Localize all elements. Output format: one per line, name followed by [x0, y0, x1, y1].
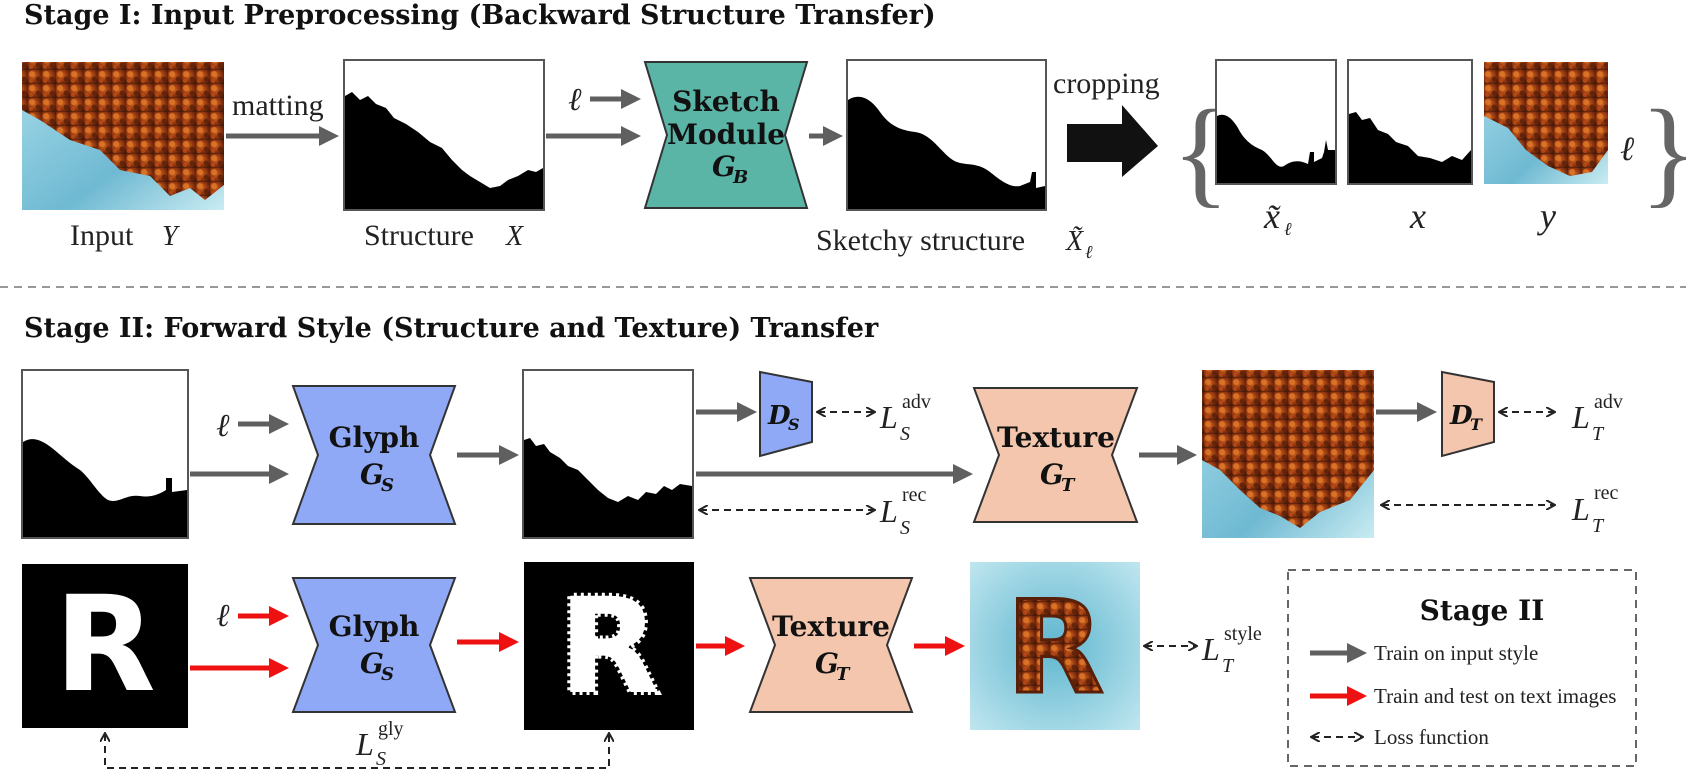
sketchy-sub: ℓ [1085, 242, 1093, 262]
input-image [22, 62, 224, 210]
loss-s-rec-sup: rec [902, 484, 927, 506]
text-input-letter: R [54, 568, 156, 722]
set-ell: ℓ [1620, 131, 1634, 168]
glyph-row2-sym: G [360, 647, 384, 680]
legend-box: Stage II Train on input style Train and … [1287, 569, 1637, 767]
sketch-module-block: Sketch Module G B [643, 61, 809, 209]
stylized-glyph-image: R [524, 562, 694, 730]
ds-sub: S [788, 415, 800, 434]
loss-s-rec-sym: L [879, 493, 898, 529]
loss-s-gly-sup: gly [378, 718, 404, 740]
loss-s-gly: L S gly [355, 718, 404, 770]
loss-s-rec-sub: S [900, 517, 910, 539]
loss-t-adv: L T adv [1571, 391, 1623, 445]
crop-sketchy-image [1215, 59, 1337, 185]
matting-label: matting [232, 89, 324, 122]
glyph-row1-sub: S [381, 475, 394, 496]
loss-t-adv-sup: adv [1594, 391, 1623, 413]
texture-row1-sym: G [1040, 458, 1064, 491]
stage1-ell: ℓ [568, 81, 582, 117]
stylized-text-letter: R [1006, 574, 1105, 723]
set-xl-sub: ℓ [1284, 219, 1292, 239]
set-xl: x̃ [1263, 196, 1281, 236]
input-var: Y [162, 221, 181, 252]
glyph-block-row1: Glyph G S [291, 385, 457, 525]
brace-close: } [1640, 85, 1686, 218]
texture-row2-sym: G [815, 647, 839, 680]
crop-structure-image [1347, 59, 1473, 185]
set-y: y [1537, 196, 1556, 236]
sketch-module-sym: G [712, 150, 736, 183]
texture-output-image [1202, 370, 1374, 538]
loss-t-style: L T style [1201, 623, 1262, 677]
stage2-row1-ell: ℓ [216, 407, 230, 443]
train-input-image [21, 369, 189, 539]
stage2-row2-ell: ℓ [216, 597, 230, 633]
sketch-module-sub: B [732, 167, 748, 188]
sketchy-var: X̃ [1065, 226, 1084, 257]
texture-block-row1: Texture G T [972, 387, 1139, 523]
structure-var: X [505, 221, 524, 252]
stage2-title: Stage II: Forward Style (Structure and T… [24, 313, 879, 344]
loss-t-rec: L T rec [1571, 482, 1619, 537]
glyph-row1-sym: G [360, 458, 384, 491]
set-x: x [1409, 196, 1426, 236]
stylized-text-result-image: R [970, 562, 1140, 730]
stylized-glyph-letter: R [558, 570, 660, 724]
texture-row1-name: Texture [997, 421, 1115, 454]
loss-s-adv-sub: S [900, 423, 910, 445]
texture-row2-sub: T [836, 664, 851, 685]
glyph-block-row2: Glyph G S [291, 577, 457, 713]
loss-s-adv: L S adv [879, 391, 931, 445]
text-input-image: R [22, 564, 188, 728]
texture-row1-sub: T [1061, 475, 1076, 496]
loss-s-gly-sub: S [376, 748, 386, 770]
discriminator-t: D T [1441, 370, 1495, 458]
generated-structure-image [522, 369, 694, 539]
texture-row2-name: Texture [772, 610, 890, 643]
legend-item-1: Train and test on text images [1374, 684, 1616, 708]
crop-style-image [1484, 62, 1608, 184]
stage1-title: Stage I: Input Preprocessing (Backward S… [24, 0, 936, 31]
glyph-loss-bracket [105, 734, 609, 769]
sketch-module-line1: Sketch [672, 85, 780, 118]
structure-image [343, 59, 545, 211]
loss-s-gly-sym: L [355, 726, 374, 762]
loss-t-adv-sym: L [1571, 399, 1590, 435]
loss-t-rec-sub: T [1592, 515, 1605, 537]
dt-sub: T [1470, 415, 1483, 434]
ds-sym: D [767, 401, 791, 431]
loss-t-rec-sup: rec [1594, 482, 1619, 504]
discriminator-s: D S [759, 370, 813, 458]
legend-item-2: Loss function [1374, 725, 1489, 749]
glyph-row2-name: Glyph [329, 610, 420, 643]
structure-label: Structure [364, 219, 474, 252]
glyph-row1-name: Glyph [329, 421, 420, 454]
loss-t-style-sub: T [1222, 655, 1235, 677]
loss-t-style-sym: L [1201, 631, 1220, 667]
cropping-arrow [1067, 105, 1158, 177]
legend-title: Stage II [1420, 594, 1545, 627]
loss-s-adv-sym: L [879, 399, 898, 435]
sketchy-label: Sketchy structure [816, 224, 1025, 257]
sketch-module-line2: Module [667, 118, 785, 151]
dt-sym: D [1449, 401, 1473, 431]
loss-s-rec: L S rec [879, 484, 927, 539]
legend-item-0: Train on input style [1374, 641, 1538, 665]
loss-s-adv-sup: adv [902, 391, 931, 413]
loss-t-adv-sub: T [1592, 423, 1605, 445]
texture-block-row2: Texture G T [748, 577, 914, 713]
cropping-label: cropping [1053, 67, 1160, 100]
sketchy-structure-image [846, 59, 1047, 211]
loss-t-style-sup: style [1224, 623, 1262, 645]
loss-t-rec-sym: L [1571, 491, 1590, 527]
glyph-row2-sub: S [381, 664, 394, 685]
input-label: Input [70, 219, 134, 252]
